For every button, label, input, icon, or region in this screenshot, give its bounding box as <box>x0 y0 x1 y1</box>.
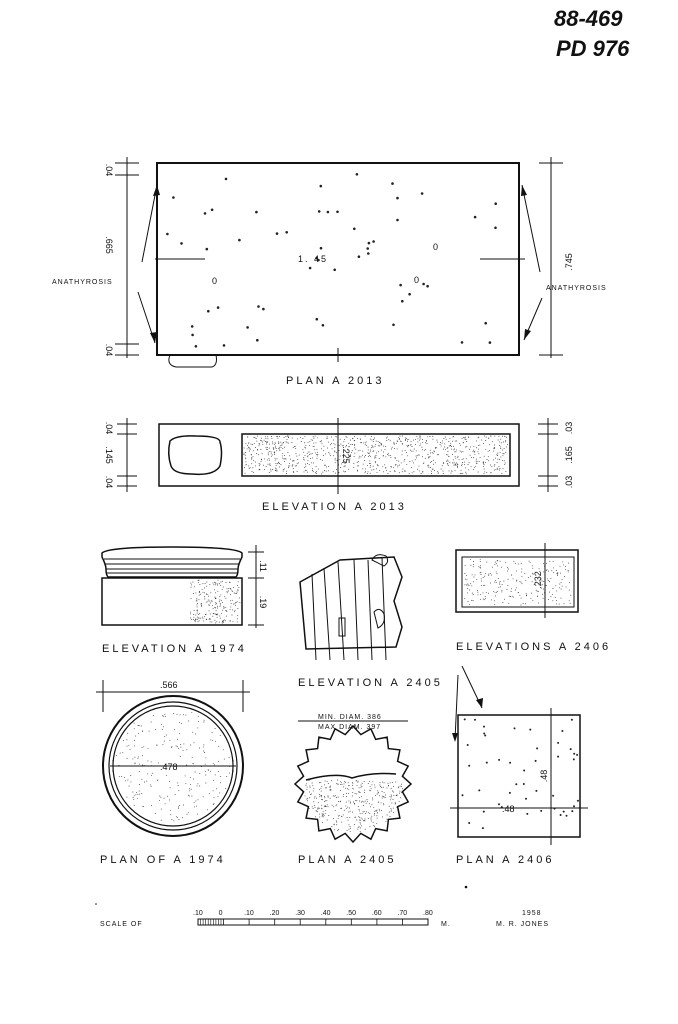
elevation-a2013-outline <box>158 423 520 487</box>
catalog-line-2: PD 976 <box>556 36 630 61</box>
elevation-a2013-core <box>241 433 511 477</box>
elevations-a2406-drawing: .232 ELEVATIONS A 2406 <box>452 543 611 742</box>
plan-a2013-drawing: 1. 45 0 0 0 .04 .665 .04 ANATHYROSIS .74… <box>52 157 607 387</box>
plan-a2405-label: PLAN A 2405 <box>298 854 396 866</box>
elevation-a2013-right-mid-dim: .165 <box>564 446 574 464</box>
plan-a2013-right-dim: .745 <box>564 253 574 271</box>
elevation-a2013-texture <box>243 435 509 475</box>
plan-a2406-horizontal-dim: .48 <box>502 804 515 814</box>
plan-a2013-mark-3: 0 <box>433 242 438 252</box>
plan-a2013-texture <box>166 173 498 348</box>
plan-a2406-outline <box>457 714 581 838</box>
scale-tick-label: .50 <box>346 910 356 917</box>
elevation-a2013-left-top-dim: .04 <box>104 422 114 435</box>
scale-bar: SCALE OF .10 0 .10 .20 .30 .40 .50 .60 .70 .80 M. <box>100 910 451 928</box>
elevation-a1974-shaft <box>101 577 243 626</box>
scale-tick-labels: .10 0 .10 .20 .30 .40 .50 .60 .70 .80 <box>193 910 433 917</box>
plan-a1974-label: PLAN OF A 1974 <box>100 854 226 866</box>
elevation-a2013-right-top-dim: .03 <box>564 422 574 435</box>
elevation-a2013-left-mid-dim: .145 <box>104 446 114 464</box>
scale-tick-label: .30 <box>295 910 305 917</box>
plan-a2405-fluted-outline <box>293 724 413 844</box>
plan-a2406-vertical-dim: .48 <box>539 770 549 783</box>
scale-unit: M. <box>441 921 451 928</box>
plan-a1974-outer-dim: .566 <box>160 680 178 690</box>
scale-tick-label: .70 <box>397 910 407 917</box>
elevation-a2013-left-bottom-dim: .04 <box>104 476 114 489</box>
plan-a1974-inner-dim: .478 <box>160 762 178 772</box>
scale-tick-label: .10 <box>244 910 254 917</box>
plan-a2405-texture <box>304 779 404 832</box>
credit: 1958 M. R. JONES <box>496 910 549 928</box>
scale-tick-label: .60 <box>372 910 382 917</box>
plan-a2406-texture <box>461 718 579 830</box>
scale-tick-label: .20 <box>270 910 280 917</box>
elevations-a2406-label: ELEVATIONS A 2406 <box>456 641 611 653</box>
plan-a2013-left-note: ANATHYROSIS <box>52 279 113 286</box>
plan-a1974-outer-ring <box>102 695 244 837</box>
scale-bar-graphic <box>197 918 429 926</box>
elevation-a2013-end-block <box>167 435 223 476</box>
plan-a2013-chip <box>168 354 217 368</box>
plan-a2013-mark-2: 0 <box>414 275 419 285</box>
elevation-a2013-right-bottom-dim: .03 <box>564 476 574 489</box>
scale-tick-label: .10 <box>193 910 203 917</box>
plan-a2405-drawing: MIN. DIAM. 386 MAX DIAM. 397 PLAN A 2405 <box>293 714 413 866</box>
elevations-a2406-texture <box>464 558 572 606</box>
plan-a2013-mark-1: 0 <box>212 276 217 286</box>
plan-a2405-max-diam: MAX DIAM. 397 <box>318 724 381 731</box>
credit-author: M. R. JONES <box>496 921 549 928</box>
plan-a2406-drawing: .48 .48 PLAN A 2406 <box>450 708 588 866</box>
scale-tick-label: .80 <box>423 910 433 917</box>
elevation-a1974-top-dim: .11 <box>258 560 268 572</box>
scale-prefix: SCALE OF <box>100 921 143 928</box>
elevation-a2405-fragment <box>299 556 403 650</box>
elevation-a2013-drawing: .225 .04 .145 .04 .03 .165 .03 ELEVATION… <box>104 418 574 513</box>
plan-a1974-drawing: .566 .478 PLAN OF A 1974 <box>96 680 250 866</box>
catalog-line-1: 88-469 <box>554 6 623 31</box>
plan-a2013-right-note: ANATHYROSIS <box>546 285 607 292</box>
elevation-a1974-bottom-dim: .19 <box>258 596 268 609</box>
scale-tick-label: .40 <box>321 910 331 917</box>
elevation-a2013-label: ELEVATION A 2013 <box>262 501 407 513</box>
elevation-a2013-center-dim: .225 <box>341 446 351 464</box>
plan-a2013-label: PLAN A 2013 <box>286 375 384 387</box>
credit-year: 1958 <box>522 910 542 917</box>
elevation-a1974-label: ELEVATION A 1974 <box>102 643 247 655</box>
elevation-a1974-texture <box>190 579 241 624</box>
catalog-number: 88-469 PD 976 <box>554 6 630 61</box>
plan-a2013-left-mid-dim: .665 <box>104 236 114 254</box>
plan-a2013-outline <box>156 162 520 356</box>
plan-a2405-min-diam: MIN. DIAM. 386 <box>318 714 382 721</box>
elevations-a2406-face <box>461 556 575 608</box>
plan-a2013-length: 1. 45 <box>298 254 328 264</box>
elevations-a2406-outline <box>455 549 579 613</box>
plan-a2013-left-bottom-dim: .04 <box>104 344 114 357</box>
plan-a1974-texture <box>115 711 230 822</box>
elevations-a2406-dim: .232 <box>533 571 543 589</box>
elevation-a1974-drawing: .11 .19 ELEVATION A 1974 <box>101 545 268 655</box>
scale-tick-label: 0 <box>219 910 223 917</box>
elevation-a2405-drawing: ELEVATION A 2405 <box>298 554 443 689</box>
elevation-a2405-label: ELEVATION A 2405 <box>298 677 443 689</box>
plan-a2406-label: PLAN A 2406 <box>456 854 554 866</box>
plan-a2013-left-top-dim: .04 <box>104 164 114 177</box>
scale-segments <box>197 919 429 925</box>
